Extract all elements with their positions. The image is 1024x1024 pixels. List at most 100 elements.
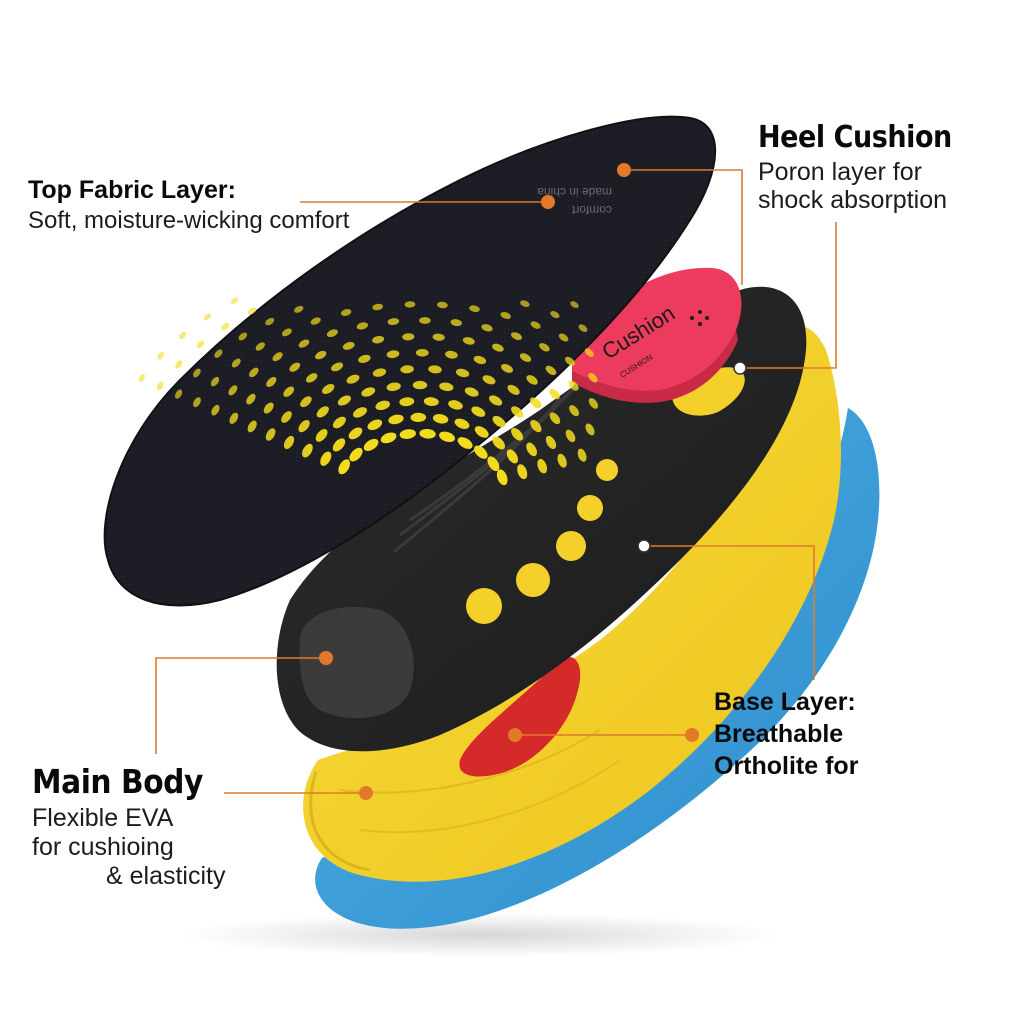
fabric-dot [265, 428, 276, 441]
fabric-dot [320, 451, 332, 466]
fabric-dot [337, 395, 351, 406]
fabric-dot [568, 380, 579, 391]
callout-dots [319, 163, 747, 800]
fabric-dot [310, 317, 321, 325]
fabric-dot-pattern [138, 297, 599, 486]
support-dot [556, 531, 586, 561]
fabric-dot [464, 387, 479, 397]
yellow-rim-edge [309, 771, 371, 872]
fabric-dot [322, 384, 335, 394]
fabric-dot [193, 368, 201, 378]
fabric-dot [388, 414, 404, 425]
fabric-dot [519, 353, 532, 362]
fabric-dot [565, 429, 576, 443]
fabric-dot [298, 339, 310, 348]
main-body-yellow-shape [303, 326, 841, 882]
gel-insert-red [459, 656, 581, 777]
callout-main-body: Main Body Flexible EVA for cushioing & e… [32, 760, 225, 891]
fabric-dot [255, 342, 265, 351]
fabric-dot [428, 365, 442, 374]
fabric-print-text: made in china [537, 185, 612, 199]
fabric-dot [372, 303, 384, 311]
fabric-dot [281, 411, 292, 423]
fabric-dot [265, 317, 275, 326]
fabric-dot [577, 448, 587, 462]
callout-description: & elasticity [106, 862, 226, 890]
fabric-dot [419, 428, 436, 439]
callout-title: Heel Cushion [758, 120, 952, 155]
fabric-dot [500, 311, 511, 320]
fabric-dot [342, 341, 355, 350]
fabric-dot [298, 419, 310, 433]
fabric-dot [578, 324, 588, 333]
support-dot [596, 459, 618, 481]
fabric-dot [511, 406, 524, 418]
fabric-dot [302, 443, 313, 458]
fabric-dot [386, 350, 400, 359]
fabric-dot [439, 382, 454, 392]
top-fabric-layer: comfort made in china [103, 115, 717, 607]
fabric-dot [193, 397, 201, 408]
callout-dot [541, 195, 555, 209]
fabric-dot [511, 427, 524, 441]
floor-shadow [180, 913, 780, 957]
fabric-dot [537, 458, 548, 474]
fabric-dot [348, 427, 363, 440]
fabric-dot [529, 397, 542, 409]
fabric-dot [455, 368, 470, 378]
fabric-dot [584, 348, 594, 357]
fabric-dot [179, 331, 187, 340]
fabric-dot [305, 373, 318, 383]
fabric-dot [545, 365, 557, 376]
fabric-dot [462, 337, 475, 345]
heel-pad-logo-dot [690, 316, 694, 320]
fabric-dot [174, 389, 183, 399]
callout-dot [733, 361, 747, 375]
support-dot [577, 495, 603, 521]
fabric-dot [283, 435, 295, 450]
fabric-dot [372, 368, 387, 377]
callout-title: Main Body [32, 762, 203, 801]
fabric-dot [367, 419, 383, 431]
callout-top-fabric-layer: Top Fabric Layer: Soft, moisture-wicking… [28, 174, 349, 236]
heel-pad-logo-dot [705, 316, 709, 320]
fabric-dot [315, 429, 328, 442]
fabric-dot [249, 367, 259, 378]
heel-pad-logo-dot [698, 322, 702, 326]
fabric-dot [492, 415, 506, 428]
callout-dot [359, 786, 373, 800]
fabric-dot [214, 349, 223, 358]
fabric-dot [400, 365, 414, 374]
fabric-dot [506, 449, 519, 464]
fabric-dot [238, 332, 248, 341]
fabric-dot [558, 333, 569, 342]
fabric-dot [419, 317, 431, 324]
fabric-dot [492, 436, 506, 450]
fabric-dot [432, 333, 445, 341]
forefoot-pad [299, 606, 414, 719]
fabric-dot [315, 350, 327, 360]
fabric-print-text: comfort [571, 203, 612, 217]
arch-cutout [672, 367, 745, 416]
fabric-dot [283, 386, 295, 397]
fabric-dot [210, 376, 220, 387]
callout-dot [685, 728, 699, 742]
fabric-dot [549, 388, 560, 400]
yellow-layer-groove [359, 759, 621, 834]
fabric-dot [454, 418, 470, 430]
callout-line-base [644, 545, 815, 680]
fabric-dot [482, 375, 496, 385]
fabric-dot [402, 333, 415, 341]
fabric-dot [349, 447, 363, 462]
fabric-dot [474, 445, 488, 459]
fabric-dot [380, 432, 397, 444]
callout-heel-cushion: Heel Cushion Poron layer for shock absor… [758, 118, 973, 214]
fabric-dot [326, 329, 338, 338]
callout-description: for cushioing [32, 833, 174, 861]
fabric-dot [469, 305, 480, 313]
fabric-dot [565, 356, 575, 366]
callout-description: shock absorption [758, 186, 948, 214]
callout-line-main-top [155, 657, 326, 754]
